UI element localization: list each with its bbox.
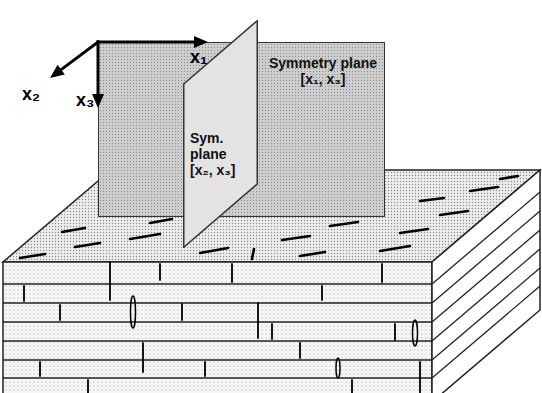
text-holder: Sym. plane [x₂, x₃]: [190, 130, 248, 178]
axis-label: x₁: [190, 47, 207, 67]
plane-label: Symmetry plane [x₁, x₃]: [267, 55, 379, 87]
vertical-fractures: [24, 262, 420, 393]
axis-label: x₃: [76, 90, 94, 110]
axis-label-holder: x₂: [22, 84, 40, 104]
axis-line: [98, 41, 196, 44]
text-holder: Symmetry plane [x₁, x₃]: [267, 55, 379, 87]
plane-label: Sym. plane [x₂, x₃]: [190, 130, 248, 178]
axis-line: [97, 42, 100, 96]
axis-line: [62, 42, 98, 69]
front-face: [3, 262, 432, 393]
side-face: [432, 170, 540, 393]
layer-lines: [3, 192, 540, 378]
fracture-lenses: [131, 296, 418, 378]
axis-label: x₂: [22, 84, 40, 104]
axis-label-holder: x₁: [190, 47, 207, 67]
arrow-head: [50, 65, 65, 78]
axis-label-holder: x₃: [76, 90, 94, 110]
